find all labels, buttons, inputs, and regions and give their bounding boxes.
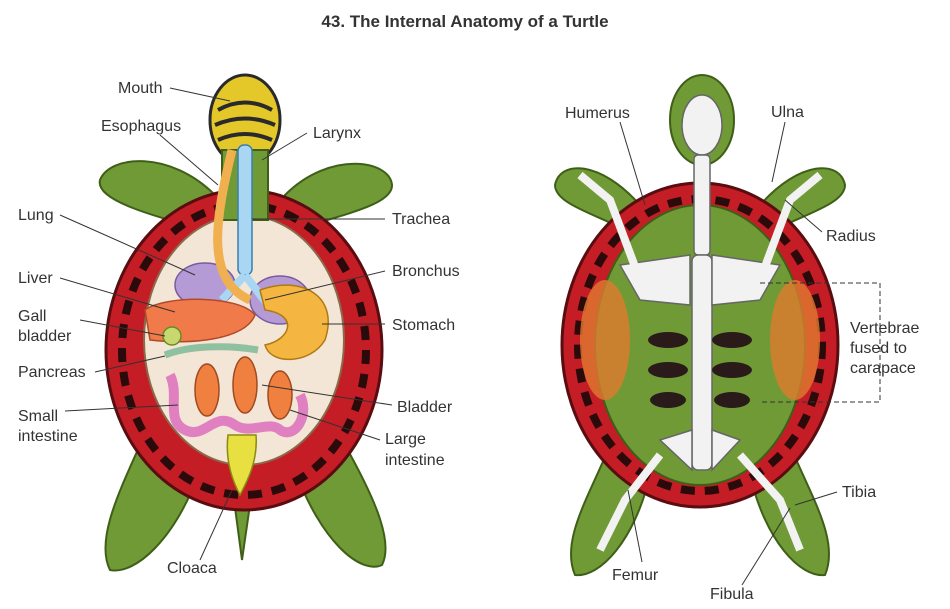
gall-bladder (163, 327, 181, 345)
spine (692, 255, 712, 470)
label-small-intestine-line2: intestine (18, 428, 78, 445)
label-lung: Lung (18, 207, 54, 224)
label-gall-bladder-line1: Gall (18, 308, 46, 325)
large-intestine-1 (195, 364, 219, 416)
trachea (238, 145, 252, 275)
label-mouth: Mouth (118, 80, 162, 97)
label-ulna: Ulna (771, 104, 804, 121)
label-large-intestine-line2: intestine (385, 452, 445, 469)
large-intestine-3 (268, 371, 292, 419)
label-stomach: Stomach (392, 317, 455, 334)
label-femur: Femur (612, 567, 659, 584)
label-gall-bladder-line2: bladder (18, 328, 72, 345)
label-tibia: Tibia (842, 484, 876, 501)
label-vertebrae-line2: fused to (850, 340, 907, 357)
label-cloaca: Cloaca (167, 560, 217, 577)
label-vertebrae-line1: Vertebrae (850, 320, 919, 337)
label-pancreas: Pancreas (18, 364, 86, 381)
label-large-intestine-line1: Large (385, 431, 426, 448)
label-esophagus: Esophagus (101, 118, 181, 135)
label-radius: Radius (826, 228, 876, 245)
right-side-right (770, 280, 820, 400)
label-bronchus: Bronchus (392, 263, 460, 280)
label-bladder: Bladder (397, 399, 453, 416)
label-fibula: Fibula (710, 586, 754, 603)
left-turtle (100, 75, 392, 570)
label-trachea: Trachea (392, 211, 450, 228)
right-side-left (580, 280, 630, 400)
label-liver: Liver (18, 270, 53, 287)
label-small-intestine-line1: Small (18, 408, 58, 425)
right-turtle (555, 75, 845, 575)
right-neck-vertebrae (694, 155, 710, 255)
label-vertebrae-line3: carapace (850, 360, 916, 377)
label-larynx: Larynx (313, 125, 361, 142)
right-skull (682, 95, 722, 155)
label-humerus: Humerus (565, 105, 630, 122)
large-intestine-2 (233, 357, 257, 413)
